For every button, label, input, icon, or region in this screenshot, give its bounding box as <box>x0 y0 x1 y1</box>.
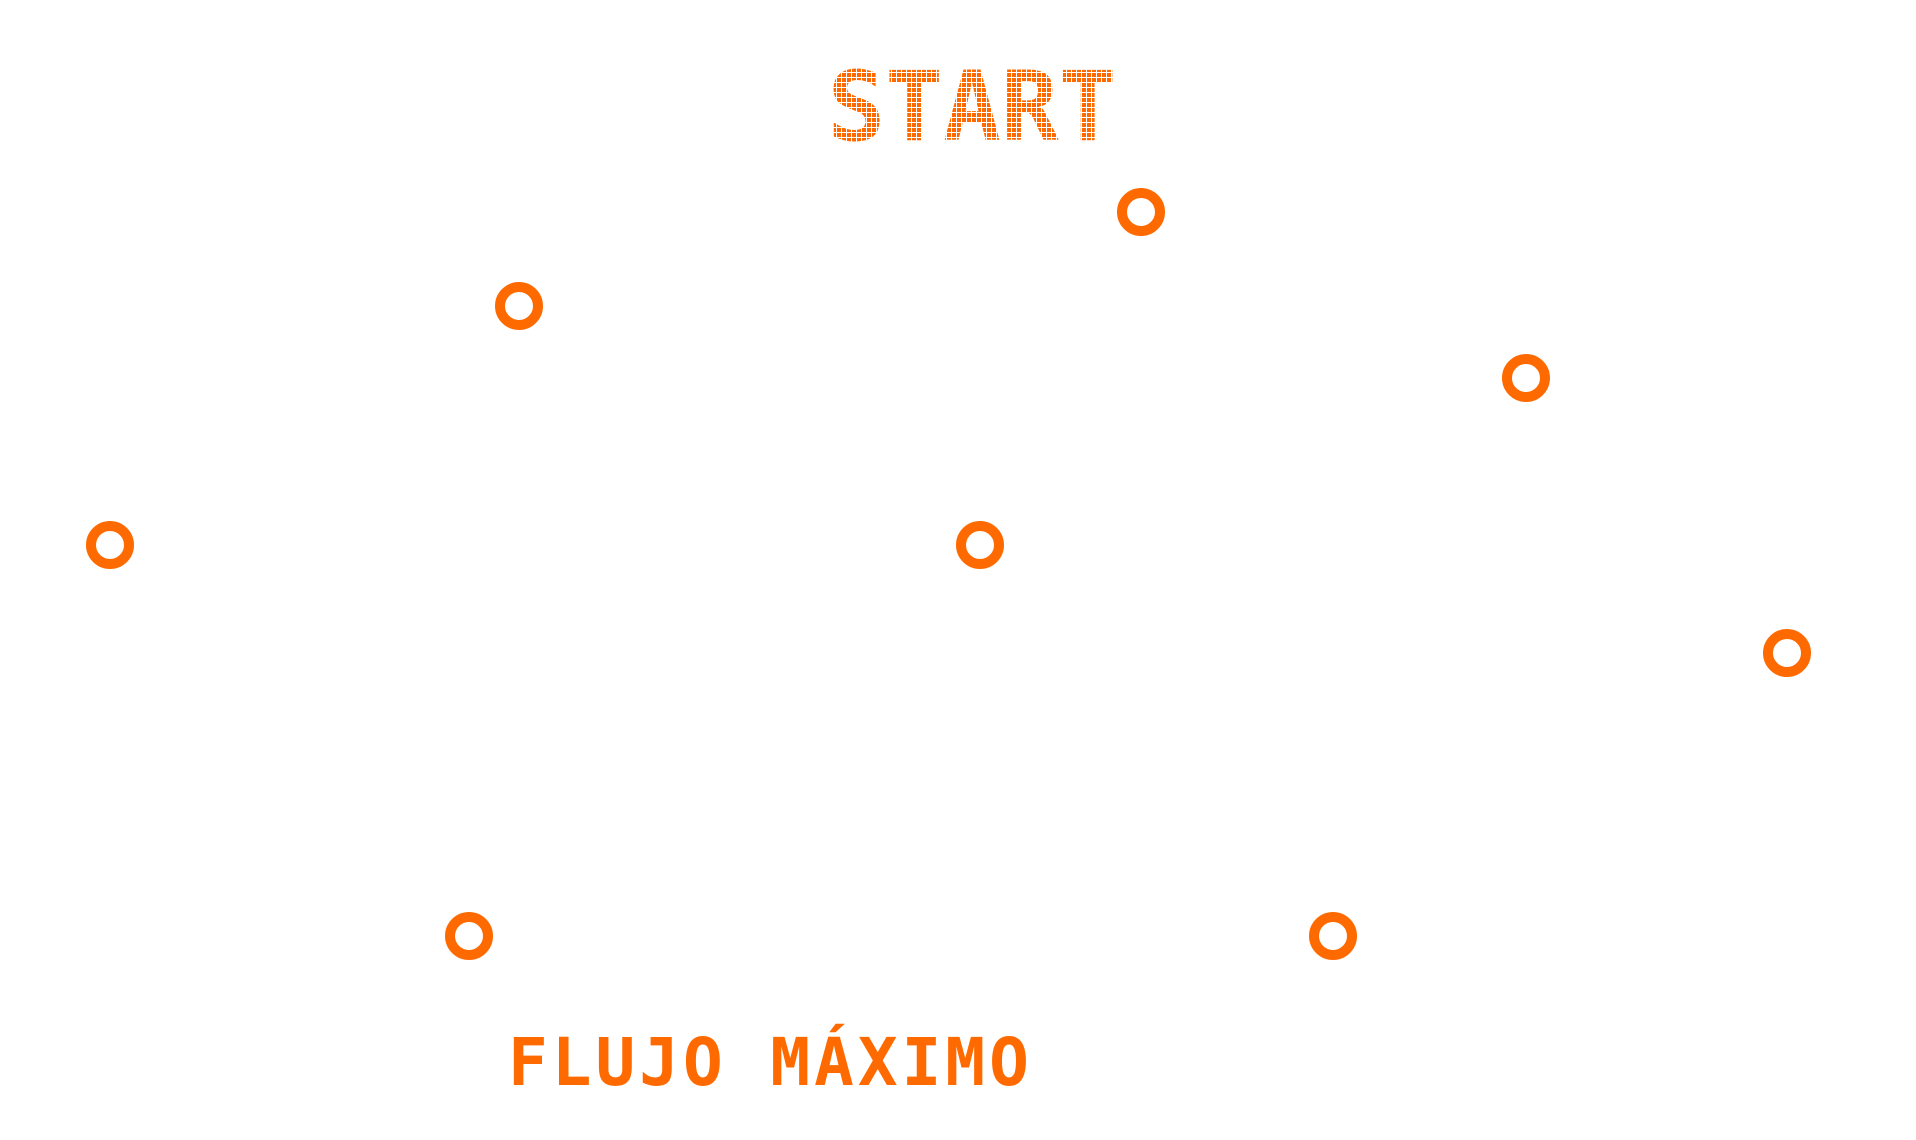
ring-icon <box>956 521 1004 569</box>
node-7[interactable] <box>444 911 494 961</box>
ring-icon <box>1502 354 1550 402</box>
ring-icon <box>1309 912 1357 960</box>
node-6[interactable] <box>1762 628 1812 678</box>
node-3[interactable] <box>1501 353 1551 403</box>
ring-icon <box>1117 188 1165 236</box>
node-4[interactable] <box>85 520 135 570</box>
node-8[interactable] <box>1308 911 1358 961</box>
node-5[interactable] <box>955 520 1005 570</box>
node-2[interactable] <box>494 281 544 331</box>
game-title: FLUJO MÁXIMO <box>508 1024 1033 1101</box>
ring-icon <box>495 282 543 330</box>
start-label: START <box>828 58 1117 158</box>
ring-icon <box>1763 629 1811 677</box>
ring-icon <box>445 912 493 960</box>
start-button[interactable]: START <box>822 58 1122 158</box>
node-1[interactable] <box>1116 187 1166 237</box>
start-label-graphic: START <box>828 58 1117 158</box>
ring-icon <box>86 521 134 569</box>
